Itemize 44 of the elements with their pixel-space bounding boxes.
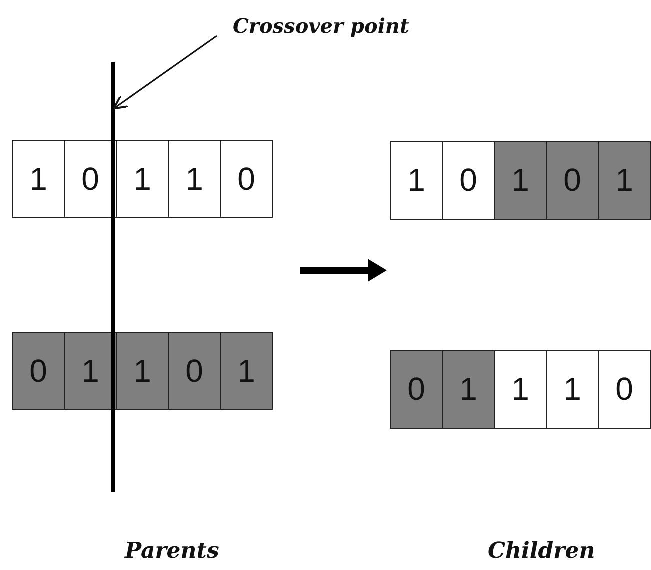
gene-cell (168, 140, 221, 218)
gene-cell (390, 350, 443, 429)
gene-cell (598, 141, 651, 220)
gene-cell (598, 350, 651, 429)
gene-cell (64, 332, 117, 410)
gene-cell (12, 332, 65, 410)
group-label: Parents (125, 538, 220, 564)
gene-value: 1 (186, 160, 204, 198)
gene-cell (494, 141, 547, 220)
gene-value: 1 (408, 162, 426, 199)
gene-cell (64, 140, 117, 218)
gene-value: 1 (564, 371, 582, 408)
gene-cell (116, 140, 169, 218)
gene-value: 1 (134, 352, 152, 390)
gene-value: 0 (408, 371, 426, 408)
gene-cell (442, 141, 495, 220)
gene-value: 0 (460, 162, 478, 199)
gene-cell (12, 140, 65, 218)
gene-value: 1 (30, 160, 48, 198)
gene-cell (546, 141, 599, 220)
gene-value: 1 (512, 162, 530, 199)
gene-value: 0 (186, 352, 204, 390)
gene-value: 1 (82, 352, 100, 390)
group-label: Children (488, 538, 596, 564)
gene-cell (220, 140, 273, 218)
gene-value: 1 (134, 160, 152, 198)
gene-cell (442, 350, 495, 429)
gene-cell (494, 350, 547, 429)
gene-value: 0 (30, 352, 48, 390)
gene-cell (220, 332, 273, 410)
gene-value: 1 (460, 371, 478, 408)
gene-value: 1 (512, 371, 530, 408)
gene-value: 0 (238, 160, 256, 198)
callout-label: Crossover point (233, 14, 410, 38)
gene-cell (546, 350, 599, 429)
gene-value: 0 (82, 160, 100, 198)
leader-line (113, 35, 218, 110)
gene-value: 1 (616, 162, 634, 199)
gene-value: 0 (616, 371, 634, 408)
gene-cell (390, 141, 443, 220)
gene-cell (116, 332, 169, 410)
gene-value: 0 (564, 162, 582, 199)
gene-value: 1 (238, 352, 256, 390)
gene-cell (168, 332, 221, 410)
